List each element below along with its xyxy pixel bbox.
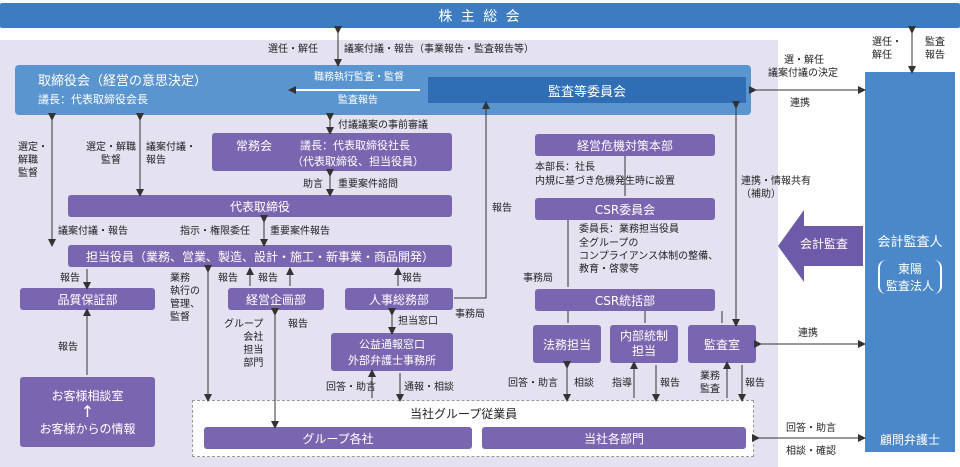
crisis-note: 内規に基づき危機発生時に設置 [535,176,675,187]
shareholders-meeting: 株 主 総 会 [0,3,960,28]
internal-control: 内部統制 担当 [610,325,678,363]
audit-arrow-shape [778,210,863,282]
label-answer-lawyer: 回答・助言 [786,423,836,434]
label-elect-dismiss: 選任・解任 [268,44,318,55]
audit-arrow [778,210,863,282]
label-report-crisis: 報告 [492,203,512,214]
customer-center: お客様相談室 ↑ お客様からの情報 [20,377,155,447]
audit-committee: 監査等委員会 [428,77,746,103]
label-report-q: 報告 [60,273,80,284]
label-guidance: 指導 [612,378,632,389]
csr-desc2: コンプライアンス体制の整備、 [579,251,719,262]
label-report-hr: 報告 [258,273,278,284]
label-consult-confirm: 相談・確認 [786,446,836,457]
label-elect-right: 選・解任 [784,55,824,66]
employees-title: 当社グループ従業員 [410,407,518,421]
label-select-left: 選定・ 解職 監督 [18,142,48,179]
label-collab-info: 連携・情報共有 （補助） [741,176,811,200]
label-agenda-report: 議案付議・報告（事業報告・監査報告等） [344,44,534,55]
label-report-ao: 報告 [745,378,765,389]
label-agenda-decide: 議案付議の決定 [768,68,838,79]
label-window: 担当窓口 [398,316,438,327]
board-title: 取締役会（経営の意思決定） [38,74,208,89]
legal-counsel: 顧問弁護士 [865,429,955,449]
label-answer-advice2: 回答・助言 [508,378,558,389]
whistle-line1: 公益通報窓口 [359,338,425,351]
audit-arrow-label: 会計監査 [800,237,849,251]
executive-officers: 担当役員（業務、営業、製造、設計・施工・新事業・商品開発） [68,245,452,267]
label-agenda-mid: 議案付議・ 報告 [146,142,196,166]
standing-committee: 常務会 議長：代表取締役社長 （代表取締役、担当役員） [212,133,452,171]
quality-assurance-dept: 品質保証部 [20,288,155,310]
label-agenda-report2: 議案付議・報告 [58,226,128,237]
customer-line1: お客様相談室 [51,389,124,403]
customer-line2: お客様からの情報 [39,422,136,436]
customer-arrow: ↑ [80,402,95,421]
board-chair: 議長：代表取締役会長 [38,93,148,106]
label-auditor-report: 監査 報告 [925,37,945,61]
label-collab2: 連携 [798,328,818,339]
label-auditor-elect: 選任・ 解任 [872,37,902,61]
label-collab1: 連携 [790,98,810,109]
standing-members: （代表取締役、担当役員） [292,155,424,168]
label-important-report: 重要案件報告 [270,226,330,237]
label-report-cust: 報告 [58,342,78,353]
auditor-firm: 東陽 監査法人 [877,259,942,294]
label-instruct: 指示・権限委任 [180,226,250,237]
audit-office: 監査室 [688,325,756,363]
csr-desc3: 教育・啓蒙等 [579,264,639,275]
label-secretariat2: 事務局 [455,309,485,320]
label-audit-report: 監査報告 [338,95,378,106]
corporate-planning-dept: 経営企画部 [228,288,324,310]
group-companies: グループ各社 [204,427,472,449]
label-secretariat: 事務局 [523,273,553,284]
label-group-mgr: グループ 会社 担当 部門 [224,319,264,369]
legal-affairs: 法務担当 [533,325,601,363]
company-departments: 当社各部門 [482,427,746,449]
label-advice: 助言 [303,179,323,190]
label-report-p: 報告 [218,273,238,284]
representative-director: 代表取締役 [68,195,452,217]
label-report-ic: 報告 [660,378,680,389]
whistleblower-window: 公益通報窓口 外部弁護士事務所 [331,333,453,371]
label-pre-review: 付議議案の事前審議 [338,120,428,131]
label-answer-advice: 回答・助言 [326,382,376,393]
label-biz-audit: 業務 監査 [700,371,720,395]
csr-promotion-dept: CSR統括部 [535,289,715,311]
csr-committee: CSR委員会 [535,198,715,220]
label-report-hr2: 報告 [402,273,422,284]
label-consult: 相談 [574,378,594,389]
standing-chair: 議長：代表取締役社長 [300,139,410,152]
accounting-auditor: 会計監査人 東陽 監査法人 [865,72,955,452]
standing-title: 常務会 [236,139,273,153]
label-select-mid: 選定・解職 監督 [86,142,136,166]
whistle-line2: 外部弁護士事務所 [348,354,436,367]
crisis-head: 本部長：社長 [535,162,595,173]
label-important-inquiry: 重要案件諮問 [338,179,398,190]
label-notice-consult: 通報・相談 [404,382,454,393]
auditor-title: 会計監査人 [877,234,943,250]
csr-chair: 委員長：業務担当役員 [579,224,679,235]
label-exec-audit: 職務執行監査・監督 [314,72,404,83]
label-biz-mgmt: 業務 執行の 管理、 監督 [170,273,200,323]
label-report-p2: 報告 [288,319,308,330]
crisis-headquarters: 経営危機対策本部 [535,134,715,156]
csr-desc1: 全グループの [579,238,639,249]
hr-general-affairs-dept: 人事総務部 [345,288,453,310]
